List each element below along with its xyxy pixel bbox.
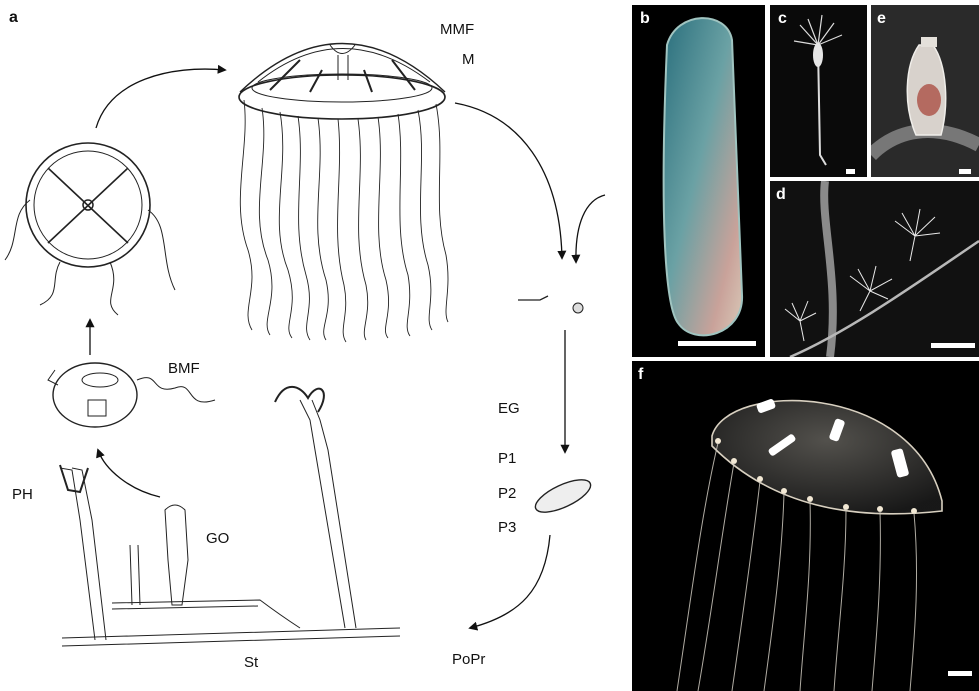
- gonozooid-image: [871, 5, 979, 177]
- arrow-gametes-from-right: [576, 195, 605, 262]
- panel-label-c: c: [778, 11, 787, 27]
- arrow-go-to-bmf: [98, 450, 160, 497]
- planula-larva-drawing: [531, 473, 595, 518]
- label-bmf: BMF: [168, 361, 200, 377]
- scale-bar-e: [959, 169, 971, 174]
- label-mmf: MMF: [440, 22, 474, 38]
- scale-bar-b: [678, 341, 756, 346]
- colony-image: [770, 181, 979, 357]
- panel-label-d: d: [776, 187, 786, 203]
- panel-label-f: f: [638, 367, 643, 383]
- label-m: M: [462, 52, 475, 68]
- polyp-image: [770, 5, 867, 177]
- arrow-mature-to-gametes: [455, 103, 562, 258]
- panel-label-b: b: [640, 11, 650, 27]
- gametes-drawing: [518, 296, 583, 313]
- photo-panel-d: d: [770, 181, 979, 357]
- label-ph: PH: [12, 487, 33, 503]
- scale-bar-f: [948, 671, 972, 676]
- photo-panel-c: c: [770, 5, 867, 177]
- panel-label-e: e: [877, 11, 886, 27]
- label-st: St: [244, 655, 258, 671]
- arrow-young-to-mature: [96, 69, 225, 128]
- life-cycle-diagram: [0, 0, 630, 691]
- photo-panel-b: b: [632, 5, 765, 357]
- label-go: GO: [206, 531, 229, 547]
- planula-image: [632, 5, 765, 357]
- panel-label-a: a: [9, 10, 18, 26]
- arrow-planula-to-popr: [470, 535, 550, 628]
- scale-bar-c: [846, 169, 855, 174]
- photo-panel-f: f: [632, 361, 979, 691]
- polyp-colony-drawing: [60, 387, 400, 646]
- medusa-image: [632, 361, 979, 691]
- young-medusa-drawing: [5, 143, 175, 315]
- label-p2: P2: [498, 486, 516, 502]
- label-popr: PoPr: [452, 652, 485, 668]
- label-p3: P3: [498, 520, 516, 536]
- label-p1: P1: [498, 451, 516, 467]
- photo-panel-e: e: [871, 5, 979, 177]
- label-eg: EG: [498, 401, 520, 417]
- mature-medusa-drawing: [239, 44, 448, 343]
- scale-bar-d: [931, 343, 975, 348]
